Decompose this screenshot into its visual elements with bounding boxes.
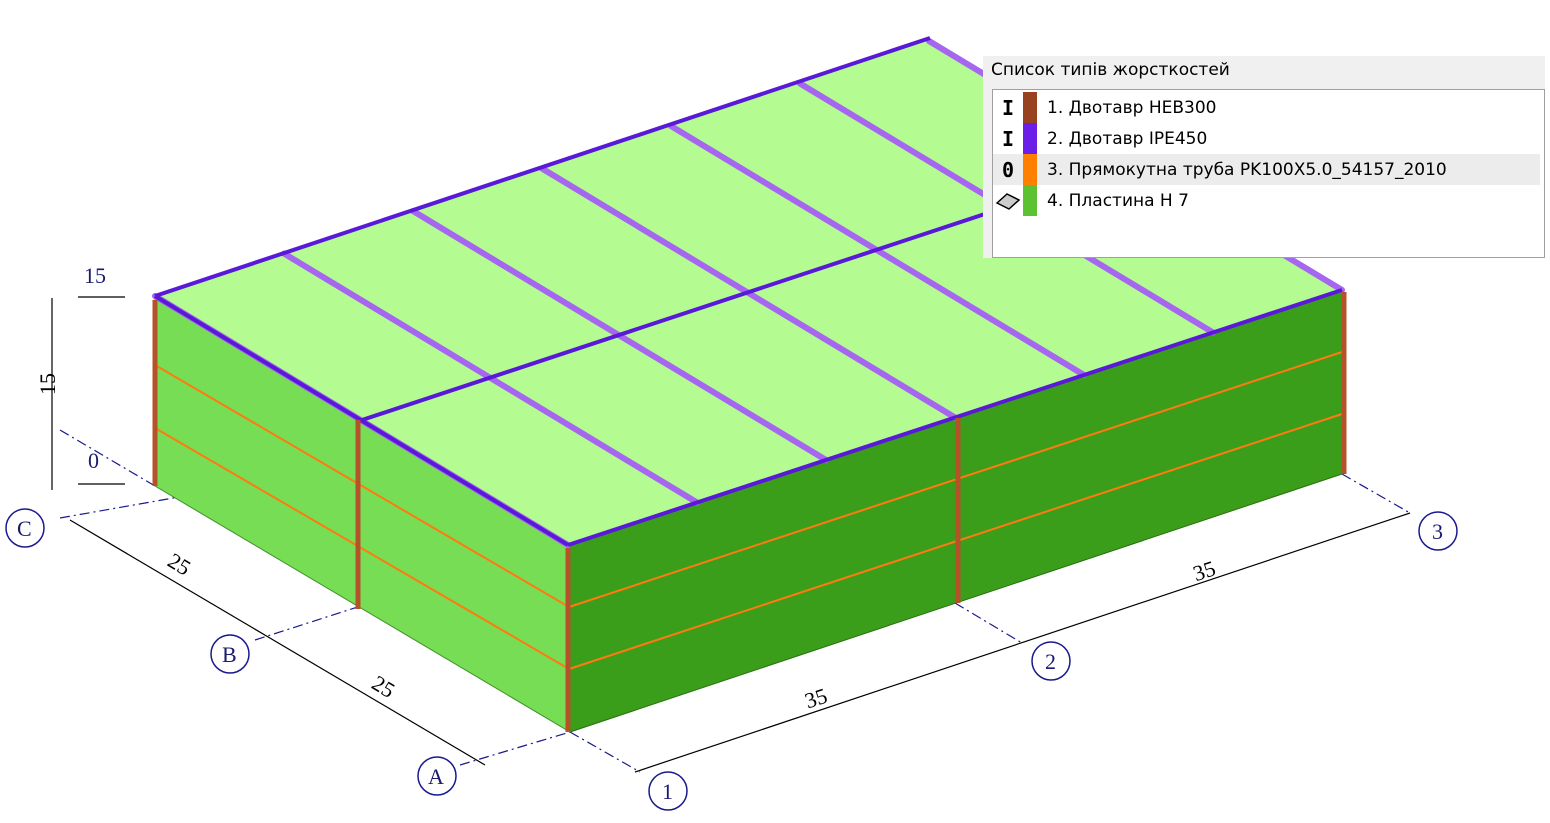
legend-item-label: 4. Пластина H 7: [1047, 190, 1189, 211]
color-swatch: [1023, 123, 1037, 154]
dim-2-3: 35: [1190, 555, 1219, 586]
plate-icon: [993, 185, 1023, 216]
dim-1-2: 35: [802, 683, 831, 714]
dimension-lines: [51, 296, 1411, 773]
columns: [152, 292, 1347, 732]
legend-item[interactable]: I 1. Двотавр HEB300: [993, 92, 1540, 123]
elevation-bottom: 0: [88, 448, 99, 473]
i-beam-icon: I: [1001, 95, 1015, 120]
legend-item-selected[interactable]: 0 3. Прямокутна труба PK100X5.0_54157_20…: [993, 154, 1540, 185]
stiffness-legend-panel: Список типів жорсткостей I 1. Двотавр HE…: [983, 56, 1545, 258]
legend-title: Список типів жорсткостей: [991, 60, 1230, 80]
dim-c-b: 25: [164, 548, 196, 581]
axis-a-label: A: [428, 764, 444, 789]
axis-3-label: 3: [1432, 519, 1443, 544]
color-swatch: [1023, 185, 1037, 216]
color-swatch: [1023, 92, 1037, 123]
axis-2-label: 2: [1045, 649, 1056, 674]
axis-1-label: 1: [662, 779, 673, 804]
dim-height: 15: [35, 373, 60, 395]
axis-markers: [5, 508, 1458, 811]
elevation-top: 15: [84, 263, 106, 288]
rect-tube-icon: 0: [1001, 157, 1015, 182]
legend-item-label: 3. Прямокутна труба PK100X5.0_54157_2010: [1047, 159, 1447, 180]
legend-item-label: 1. Двотавр HEB300: [1047, 97, 1217, 118]
legend-list[interactable]: I 1. Двотавр HEB300 I 2. Двотавр IPE450 …: [992, 89, 1545, 258]
axis-b-label: B: [222, 642, 237, 667]
legend-item-label: 2. Двотавр IPE450: [1047, 128, 1208, 149]
i-beam-icon: I: [1001, 126, 1015, 151]
legend-item[interactable]: I 2. Двотавр IPE450: [993, 123, 1540, 154]
legend-item[interactable]: 4. Пластина H 7: [993, 185, 1540, 216]
axis-c-label: C: [17, 516, 32, 541]
color-swatch: [1023, 154, 1037, 185]
